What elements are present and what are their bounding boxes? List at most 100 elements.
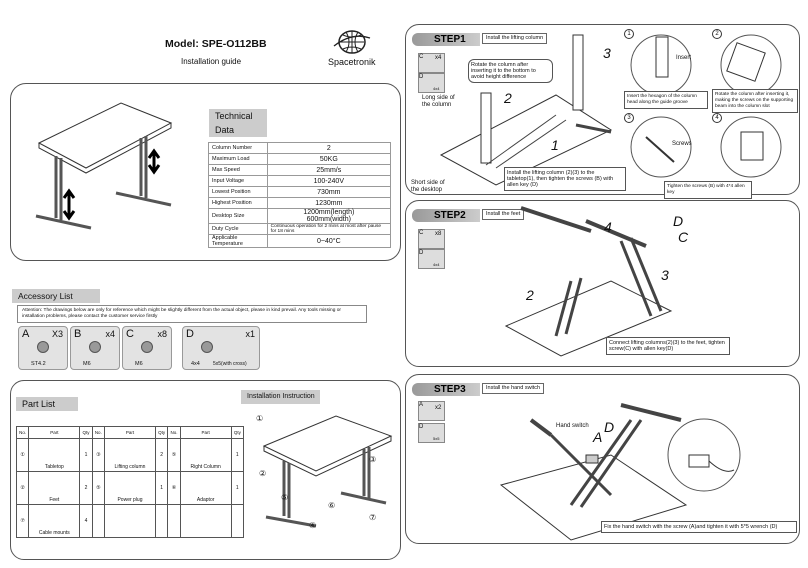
step1-c-qty: x4 [435,55,442,61]
install-callout: ④ [309,521,317,530]
detail-circle-4: 4 [712,113,722,123]
tech-data-header: Technical Data [209,109,267,137]
screws-label: Screws [672,141,692,147]
screw-icon [141,341,153,353]
parts-cell-part [179,504,232,538]
accessory-qty: x8 [157,329,167,339]
parts-cell-no [91,504,105,538]
accessory-qty: X3 [51,329,63,339]
tech-value: 50KG [266,153,392,165]
tech-key: Lowest Position [208,186,268,198]
parts-cell-part: Tabletop [28,438,81,472]
tech-key: Column Number [208,142,268,154]
detail-circle-1: 1 [624,29,634,39]
parts-header-cell: Part [103,426,156,439]
step1-num-2: 2 [504,90,512,106]
detail4-caption: Tighten the screws (B) with 4*4 allen ke… [664,181,752,199]
parts-cell-qty: 1 [230,438,245,472]
accessory-name: 4x4 [191,361,200,367]
tech-value-line: 1200mm(length) [303,209,355,216]
accessory-qty: x4 [105,329,115,339]
parts-header-cell: No. [15,426,30,439]
step3-panel: STEP3 Install the hand switch A x2 D 5x5… [405,374,800,544]
parts-cell-part: Right Column [179,438,232,472]
parts-cell-part: Cable mounts [28,504,81,538]
tech-value: 1200mm(length)600mm(width) [266,208,392,224]
allen-key-icon: D [418,249,445,269]
parts-cell-no: ⑤ [91,471,105,505]
brand-name: Spacetronik [328,57,376,67]
tech-key: Desktop Size [208,208,268,224]
install-callout: ⑥ [328,501,336,510]
accessory-qty: x1 [245,329,255,339]
model-title: Model: SPE-O112BB [165,38,267,50]
step2-letter-d: D [673,213,684,229]
brand-globe-logo [333,30,371,54]
screw-icon [201,341,213,353]
accessory-letter: B [74,328,82,340]
tech-key: Input Voltage [208,175,268,187]
tech-key: Applicable Temperature [208,234,268,248]
detail1-caption: Insert the hexagon of the column head al… [624,91,708,109]
step2-num-2: 2 [526,287,534,303]
parts-cell-part [103,504,156,538]
parts-cell-no: ⑤ [167,438,181,472]
step3-d-qty: 5x5 [433,436,440,441]
tech-key: Maximum Load [208,153,268,165]
step2-tag: Install the feet [482,209,525,220]
parts-cell-qty [154,504,169,538]
tech-value: Continuous operation for 2 mins at most … [266,223,392,235]
screw-icon [37,341,49,353]
tech-value-line: 600mm(width) [306,216,351,223]
step2-note: Connect lifting columns(2)(3) to the fee… [606,337,730,355]
install-desk-drawing [262,415,393,528]
accessory-letter: A [22,328,30,340]
accessory-name: ST4.2 [31,361,46,367]
wrench-d-icon: D [418,423,445,443]
step2-d-qty: 4x4 [433,262,440,267]
step1-panel: STEP1 Install the lifting column C x4 D … [405,24,800,199]
step1-bubble: Rotate the column after inserting it to … [468,59,553,83]
step2-c-qty: x8 [435,231,442,237]
accessory-name: M6 [83,361,91,367]
step2-letter-c: C [678,229,689,245]
parts-cell-no: ⑦ [15,504,30,538]
tech-value: 25mm/s [266,164,392,176]
parts-cell-qty: 1 [79,438,93,472]
screw-a-icon: A [418,401,445,421]
accessory-letter: C [126,328,134,340]
parts-cell-no: ① [15,438,30,472]
step1-num-3: 3 [603,45,611,61]
hand-switch-label: Hand switch [556,423,589,429]
detail2-caption: Rotate the column after inserting it, ma… [712,89,798,113]
screw-c-icon: C [418,229,445,249]
parts-cell-qty: 2 [79,471,93,505]
parts-cell-part: Lifting column [103,438,156,472]
parts-cell-qty: 1 [154,471,169,505]
parts-cell-part: Adaptor [179,471,232,505]
accessory-name-2: 5x5(with cross) [213,361,247,367]
step1-note: Install the lifting column (2)(3) to the… [504,167,626,191]
detail-circle-3: 3 [624,113,634,123]
accessory-letter: D [186,328,194,340]
step2-title: STEP2 [412,209,480,222]
step1-tag: Install the lifting column [482,33,548,44]
tech-value: 100-240V [266,175,392,187]
step2-num-4: 4 [604,219,612,235]
install-callout: ⑤ [281,493,289,502]
